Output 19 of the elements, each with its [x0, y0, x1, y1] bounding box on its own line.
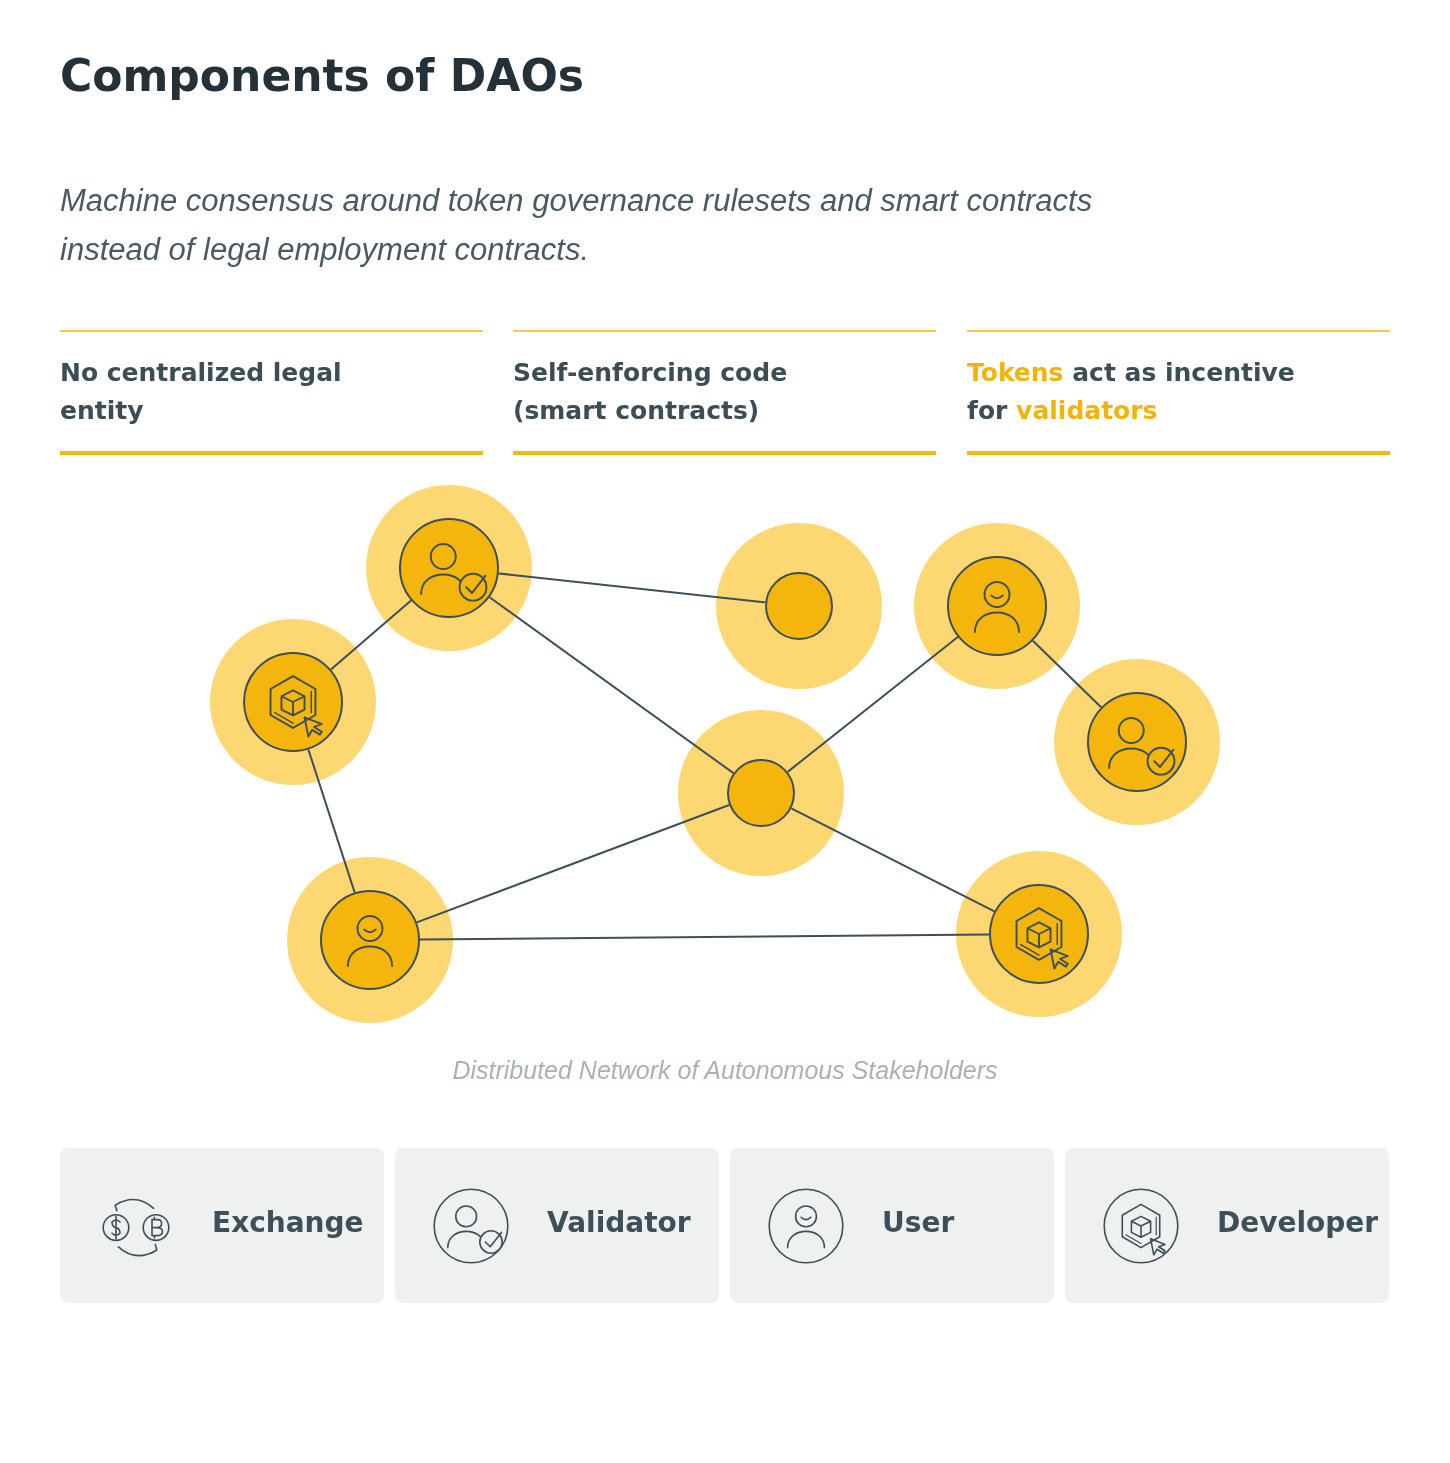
connector-line: [497, 572, 767, 604]
connector-line: [786, 636, 959, 773]
title: Components of DAOs: [60, 50, 584, 101]
column-heading: Self-enforcing code (smart contracts): [513, 357, 789, 427]
connector-line: [790, 807, 996, 913]
connector-line: [329, 599, 413, 671]
subtitle: Machine consensus around token governance rulesets and smart contracts instead of legal employment contracts.: [60, 182, 1094, 269]
connector-line: [1031, 639, 1103, 709]
legend-label: User: [882, 1206, 955, 1239]
legend-label: Developer: [1217, 1206, 1379, 1239]
connector-line: [307, 748, 356, 894]
legend-label: Exchange: [212, 1206, 364, 1239]
column-heading: No centralized legal entity: [60, 357, 343, 427]
legend-label: Validator: [547, 1206, 691, 1239]
caption: Distributed Network of Autonomous Stakeholders: [451, 1056, 999, 1085]
connector-line: [415, 803, 731, 924]
column-heading: Tokens act as incentive for validators: [967, 357, 1296, 427]
connector-line: [488, 596, 735, 775]
connector-line: [419, 933, 990, 941]
